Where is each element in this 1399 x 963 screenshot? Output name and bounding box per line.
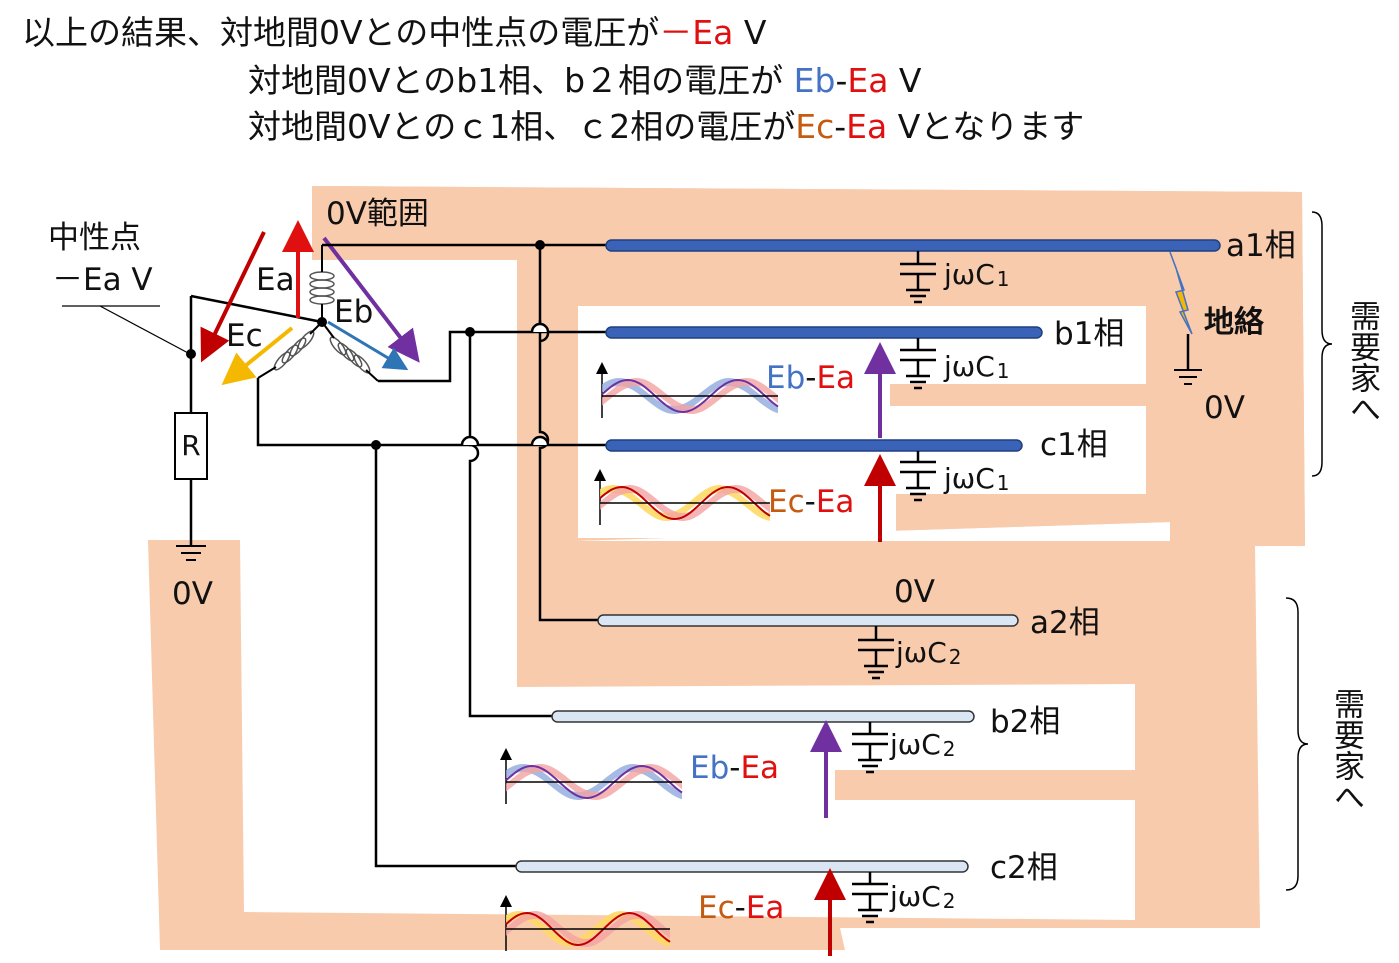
coil-b xyxy=(329,336,371,374)
header-line3: 対地間0Vとのｃ1相、ｃ2相の電圧がEc-Ea Vとなります xyxy=(248,107,1084,146)
node-a xyxy=(535,240,545,250)
coil-c xyxy=(273,330,315,371)
zero-volt-region-lower xyxy=(148,260,1260,950)
capacitor-b2 xyxy=(852,722,888,774)
capacitor-c1 xyxy=(900,451,936,502)
neutral-label: 中性点 xyxy=(48,220,141,256)
node-c xyxy=(371,440,381,450)
crossing-c-b xyxy=(460,435,480,446)
line2-conductors xyxy=(515,614,1019,873)
line1-conductors xyxy=(605,239,1221,452)
ground-0v-label: 0V xyxy=(172,576,213,612)
line2-0v-label: 0V xyxy=(894,574,935,610)
capacitor-c2 xyxy=(852,872,888,924)
header-line1: 以上の結果、対地間0Vとの中性点の電圧が－Ea V xyxy=(22,13,767,52)
voltage-label-c2: Ec-Ea xyxy=(698,890,784,926)
conductor-c2 xyxy=(515,860,969,873)
lightning-fault-icon xyxy=(1169,251,1193,335)
conductor-b2 xyxy=(551,710,975,723)
arrow-eb-ea xyxy=(322,236,420,363)
wiring xyxy=(256,243,606,868)
phase-c2-label: c2相 xyxy=(990,850,1058,886)
arrow-eb xyxy=(327,320,409,371)
waveform-c1 xyxy=(594,469,771,525)
ground-symbol xyxy=(176,545,206,561)
capacitors-line1 xyxy=(900,251,936,502)
cutout-c1-extend xyxy=(578,494,896,538)
capacitor-a2 xyxy=(858,626,894,680)
conductor-a2 xyxy=(597,614,1019,627)
waveform-b1 xyxy=(596,362,779,418)
phase-b1-label: b1相 xyxy=(1054,316,1124,352)
zero-range-label: 0V範囲 xyxy=(326,196,429,232)
source-ec-label: Ec xyxy=(226,318,263,354)
phase-c1-label: c1相 xyxy=(1040,427,1108,463)
voltage-label-b1: Eb-Ea xyxy=(766,360,855,396)
header-line2: 対地間0Vとのb1相、b２相の電圧が Eb-Ea V xyxy=(248,61,922,100)
waveform-c2 xyxy=(500,895,671,951)
fault-0v-label: 0V xyxy=(1204,390,1245,426)
brace-consumer-1 xyxy=(1311,211,1333,477)
conductor-c1 xyxy=(605,439,1023,452)
voltage-label-c1: Ec-Ea xyxy=(768,484,854,520)
consumer-label-1: 需要家へ xyxy=(1344,300,1380,424)
phase-a1-label: a1相 xyxy=(1226,228,1296,264)
coil-c-lead xyxy=(309,321,323,335)
node-b xyxy=(465,327,475,337)
capacitor-b1 xyxy=(900,338,936,390)
resistor-label: R xyxy=(181,429,200,462)
ground-fault-label: 地絡 xyxy=(1204,305,1265,340)
crossing-b-a xyxy=(530,322,550,333)
capacitor-a1 xyxy=(900,251,936,304)
fault-ground-symbol xyxy=(1174,369,1202,385)
delta-top-wire xyxy=(190,294,323,324)
voltage-label-b2: Eb-Ea xyxy=(690,750,779,786)
consumer-label-2: 需要家へ xyxy=(1328,688,1364,812)
brace-consumer-2 xyxy=(1285,597,1309,891)
coil-b-lead-out xyxy=(365,369,379,382)
waveform-b2 xyxy=(500,748,683,804)
crossing-c-a xyxy=(530,435,550,446)
conductor-a1 xyxy=(605,239,1221,252)
coil-c-lead-out xyxy=(257,366,277,379)
phase-a2-label: a2相 xyxy=(1030,605,1100,641)
neutral-voltage-label: －Ea V xyxy=(52,262,153,298)
arrow-neg-ea xyxy=(200,231,266,363)
cutout-b1 xyxy=(578,306,1146,384)
capacitors-line2 xyxy=(852,626,894,924)
neutral-leader-line xyxy=(99,305,191,355)
source-ea-label: Ea xyxy=(256,262,295,298)
source-eb-label: Eb xyxy=(334,294,373,330)
phase-b2-label: b2相 xyxy=(990,704,1060,740)
coil-b-lead xyxy=(321,321,335,339)
region-strip xyxy=(896,518,1170,522)
arrow-ec xyxy=(221,326,294,386)
conductor-b1 xyxy=(605,326,1043,339)
